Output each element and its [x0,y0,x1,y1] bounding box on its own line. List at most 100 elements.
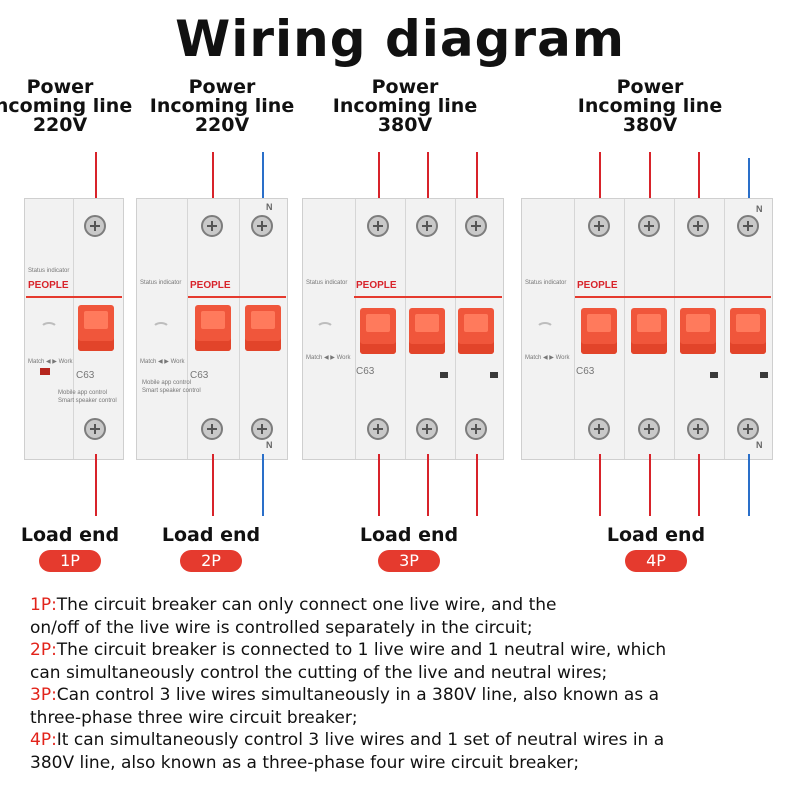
status-led [490,372,498,378]
breaker-pole [455,199,505,459]
toggle-handle [680,308,716,354]
pole-badge-2p: 2P [180,550,242,572]
breaker-pole [574,199,624,459]
neutral-mark: N [266,440,273,450]
incoming-live-wire [476,152,478,198]
neutral-mark: N [756,440,763,450]
description-3p: 3P:Can control 3 live wires simultaneous… [30,685,660,728]
toggle-handle [78,305,114,351]
description-1p: 1P:The circuit breaker can only connect … [30,595,557,638]
brand-stripe [26,296,122,298]
status-led [710,372,718,378]
description-2p: 2P:The circuit breaker is connected to 1… [30,640,667,683]
brand-logo: PEOPLE [190,280,231,291]
incoming-live-wire [649,152,651,198]
breaker-pole [674,199,724,459]
speaker-text: Smart speaker control [142,388,201,394]
terminal-screw-icon [201,215,223,237]
brand-logo: PEOPLE [356,280,397,291]
breaker-pole [73,199,125,459]
load-neutral-wire [748,454,750,516]
toggle-handle [409,308,445,354]
model-label: C63 [576,366,595,377]
wifi-icon [40,322,58,336]
toggle-handle [458,308,494,354]
terminal-screw-icon [638,215,660,237]
model-label: C63 [76,370,95,381]
terminal-screw-icon [638,418,660,440]
pole-badge-1p: 1P [39,550,101,572]
breaker-pole [187,199,239,459]
terminal-screw-icon [687,215,709,237]
neutral-mark: N [756,204,763,214]
brand-stripe [188,296,286,298]
status-indicator-text: Status indicator [306,280,348,286]
terminal-screw-icon [588,418,610,440]
toggle-handle [245,305,281,351]
match-work-text: Match ◀ ▶ Work [306,355,351,361]
terminal-screw-icon [84,418,106,440]
terminal-screw-icon [687,418,709,440]
toggle-handle [195,305,231,351]
breaker-pole [624,199,674,459]
neutral-mark: N [266,202,273,212]
status-indicator-text: Status indicator [140,280,182,286]
incoming-live-wire [698,152,700,198]
terminal-screw-icon [416,418,438,440]
status-indicator-text: Status indicator [525,280,567,286]
load-live-wire [95,454,97,516]
status-led [440,372,448,378]
incoming-neutral-wire [748,158,750,198]
brand-logo: PEOPLE [577,280,618,291]
breaker-pole [724,199,774,459]
terminal-screw-icon [367,418,389,440]
model-label: C63 [190,370,209,381]
page-title: Wiring diagram [175,10,625,68]
load-live-wire [378,454,380,516]
incoming-neutral-wire [262,152,264,198]
match-work-text: Match ◀ ▶ Work [140,359,185,365]
load-live-wire [427,454,429,516]
incoming-live-wire [95,152,97,198]
match-work-text: Match ◀ ▶ Work [525,355,570,361]
terminal-screw-icon [84,215,106,237]
terminal-screw-icon [251,418,273,440]
mobile-app-text: Mobile app control [58,390,108,396]
load-end-label-3p: Load end [359,524,459,546]
load-live-wire [476,454,478,516]
wifi-icon [536,322,554,336]
terminal-screw-icon [737,215,759,237]
breaker-pole [355,199,405,459]
load-end-label-2p: Load end [161,524,261,546]
pole-badge-3p: 3P [378,550,440,572]
mobile-app-text: Mobile app control [142,380,192,386]
pole-badge-4p: 4P [625,550,687,572]
match-work-text: Match ◀ ▶ Work [28,359,73,365]
terminal-screw-icon [201,418,223,440]
incoming-live-wire [378,152,380,198]
brand-logo: PEOPLE [28,280,69,291]
breaker-pole [239,199,289,459]
wifi-icon [152,322,170,336]
toggle-handle [730,308,766,354]
status-indicator-text: Status indicator [28,268,70,274]
terminal-screw-icon [251,215,273,237]
toggle-handle [631,308,667,354]
load-end-label-1p: Load end [20,524,120,546]
terminal-screw-icon [416,215,438,237]
load-live-wire [212,454,214,516]
terminal-screw-icon [367,215,389,237]
description-block: 1P:The circuit breaker can only connect … [30,594,790,774]
load-end-label-4p: Load end [606,524,706,546]
load-live-wire [599,454,601,516]
incoming-live-wire [212,152,214,198]
breaker-pole [405,199,455,459]
model-label: C63 [356,366,375,377]
load-neutral-wire [262,454,264,516]
toggle-handle [581,308,617,354]
terminal-screw-icon [588,215,610,237]
incoming-live-wire [427,152,429,198]
brand-stripe [354,296,502,298]
